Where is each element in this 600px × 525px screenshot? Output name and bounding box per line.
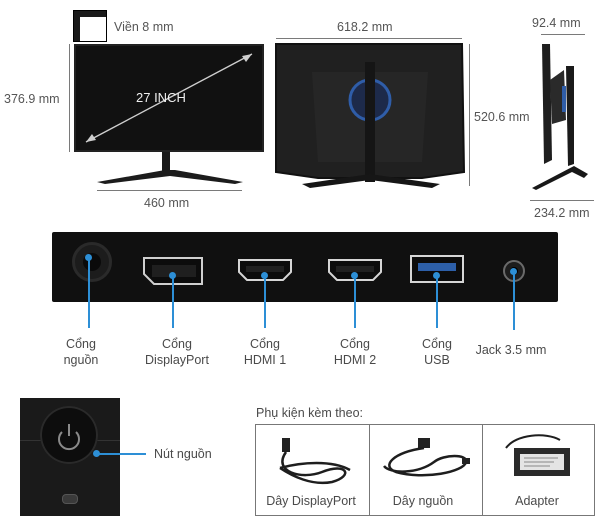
power-button-line (96, 453, 146, 455)
height-label: 376.9 mm (4, 92, 60, 106)
accessory-label-adapter: Adapter (515, 494, 559, 508)
displayport-cable-image (279, 438, 351, 485)
displayport-connector-line (172, 276, 174, 328)
diagonal-label: 27 INCH (136, 90, 186, 105)
adapter-image (505, 434, 570, 476)
height-dim-line (69, 44, 70, 152)
bezel-inset (73, 10, 107, 42)
width-dim-line (276, 38, 462, 39)
accessory-label-power-cable: Dây nguồn (392, 494, 454, 508)
power-port (72, 242, 112, 282)
power-icon (58, 424, 80, 451)
stand-width-dim-line (97, 190, 242, 191)
hdmi1-port (238, 259, 292, 281)
usb-connector-dot (433, 272, 440, 279)
power-led (62, 494, 78, 504)
displayport-connector-dot (169, 272, 176, 279)
monitor-back (275, 43, 466, 188)
accessory-label-displayport: Dây DisplayPort (266, 494, 356, 508)
monitor-side (532, 44, 588, 190)
back-height-label: 520.6 mm (474, 110, 530, 124)
port-label-displayport: Cổng DisplayPort (145, 337, 209, 367)
port-label-jack: Jack 3.5 mm (475, 343, 547, 357)
bezel-label: Viền 8 mm (114, 20, 174, 34)
jack-connector-line (513, 272, 515, 330)
stand-width-label: 460 mm (144, 196, 190, 210)
port-label-power: Cổng nguồn (63, 337, 99, 367)
hdmi2-connector-line (354, 276, 356, 328)
stand-depth-label: 234.2 mm (534, 206, 590, 220)
hdmi1-connector-line (264, 276, 266, 328)
accessories-box (255, 424, 595, 516)
depth-dim-line (541, 34, 585, 35)
hdmi2-port (328, 259, 382, 281)
stand-base-front (97, 170, 243, 184)
back-height-dim-line (469, 44, 470, 186)
depth-label: 92.4 mm (532, 16, 581, 30)
displayport-port (143, 257, 203, 285)
power-button-dot (93, 450, 100, 457)
port-label-hdmi1: Cổng HDMI 1 (243, 337, 287, 367)
jack-connector-dot (510, 268, 517, 275)
accessories-title: Phụ kiện kèm theo: (256, 406, 364, 420)
power-connector-line (88, 258, 90, 328)
usb-connector-line (436, 276, 438, 328)
stand-depth-dim-line (530, 200, 594, 201)
diagonal-arrow (85, 53, 253, 143)
hdmi2-connector-dot (351, 272, 358, 279)
port-label-usb: Cổng USB (422, 337, 452, 367)
power-button-label: Nút nguồn (154, 447, 212, 461)
ports-panel (52, 232, 558, 302)
power-button (40, 406, 98, 464)
stand-neck-front (162, 152, 170, 176)
width-label: 618.2 mm (337, 20, 393, 34)
power-connector-dot (85, 254, 92, 261)
power-cable-image (383, 438, 470, 477)
hdmi1-connector-dot (261, 272, 268, 279)
port-label-hdmi2: Cổng HDMI 2 (333, 337, 377, 367)
